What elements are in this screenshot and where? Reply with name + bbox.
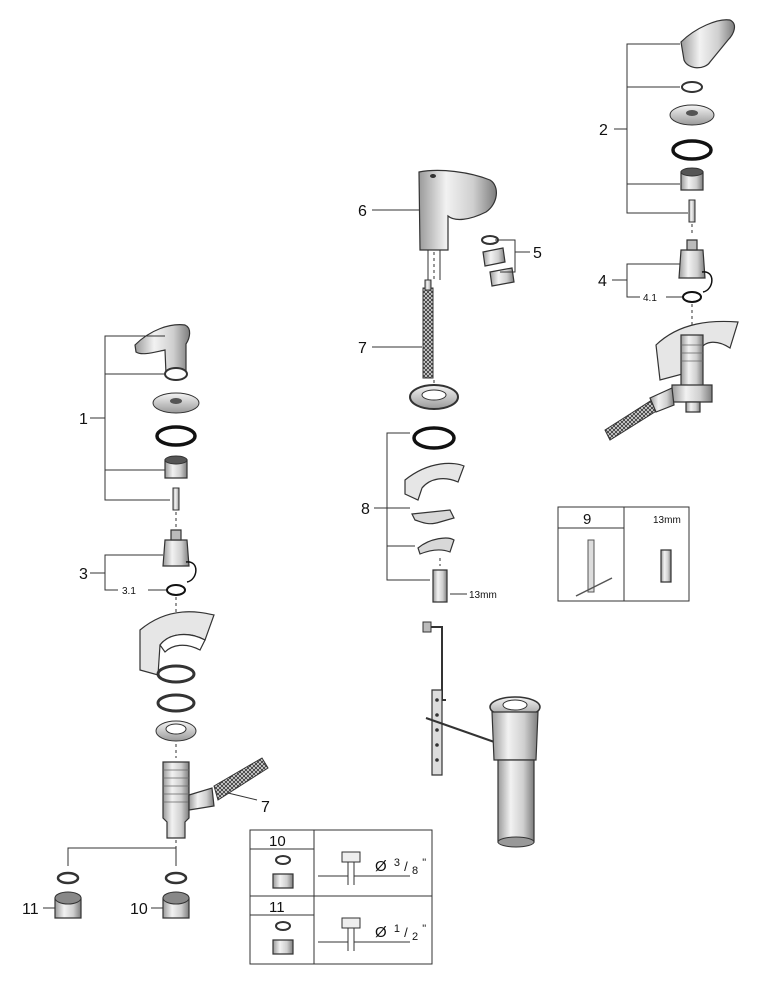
o-ring-right <box>671 139 713 161</box>
row-2-nut-icon <box>272 939 294 955</box>
callout-2: 2 <box>599 122 608 139</box>
washer-lower-1 <box>156 664 196 684</box>
spout-assembly <box>404 169 515 603</box>
tool-box: 9 13mm <box>557 506 690 602</box>
valve-body <box>162 761 190 839</box>
o-ring-small <box>166 584 186 596</box>
washer <box>164 367 188 381</box>
callout-5: 5 <box>533 245 542 262</box>
table-row-1-number: 10 <box>269 833 286 850</box>
drain-body <box>491 711 539 761</box>
o-ring-small-right <box>682 291 702 303</box>
callout-8: 8 <box>361 501 370 518</box>
lift-rod <box>426 626 446 701</box>
pivot-rod <box>425 717 501 745</box>
set-screw <box>172 487 180 511</box>
row-1-fitting-icon <box>341 851 361 863</box>
socket-icon <box>660 549 672 583</box>
washer-10 <box>164 871 188 885</box>
wrench-icon <box>587 539 595 593</box>
callout-4: 4 <box>598 273 607 290</box>
right-callouts: 2 4 4.1 <box>598 43 688 304</box>
o-ring <box>155 425 197 447</box>
aerator <box>482 247 506 267</box>
row-2-washer-icon <box>275 921 291 931</box>
spout-nut <box>432 569 448 603</box>
callout-1: 1 <box>79 411 88 428</box>
washer-11 <box>56 871 80 885</box>
spout-o-ring <box>412 426 456 450</box>
callout-6: 6 <box>358 203 367 220</box>
spout-body <box>418 169 497 251</box>
spout-bracket <box>411 509 455 525</box>
cartridge-right <box>678 249 706 279</box>
table-row-2-number: 11 <box>269 899 285 916</box>
hose <box>213 757 269 801</box>
row-2-fitting-icon <box>341 917 361 929</box>
spout-clip <box>417 537 455 555</box>
callout-4-1: 4.1 <box>643 293 657 304</box>
row-1-diameter: Ø 3 / 8 " <box>375 853 426 878</box>
hose-right <box>604 399 659 441</box>
callout-3-1: 3.1 <box>122 586 136 597</box>
set-screw-right <box>688 199 696 223</box>
tool-number: 9 <box>583 511 591 528</box>
aerator-2 <box>489 267 515 287</box>
callout-11: 11 <box>22 901 39 918</box>
pop-up-drain <box>422 621 541 848</box>
right-handle-assembly <box>604 19 739 441</box>
washer-right <box>681 81 703 93</box>
callout-7-top: 7 <box>358 340 367 357</box>
row-2-diameter: Ø 1 / 2 " <box>375 919 426 944</box>
spout-hose <box>422 287 434 379</box>
left-callouts: 1 3 3.1 7 11 10 <box>22 335 270 918</box>
strap <box>431 689 443 776</box>
connector-row <box>43 847 190 919</box>
label-13mm-center: 13mm <box>469 590 497 601</box>
center-callouts: 6 5 7 8 13mm <box>358 203 542 601</box>
row-1-washer-icon <box>275 855 291 865</box>
tailpiece <box>497 759 535 843</box>
callout-10: 10 <box>130 901 148 918</box>
row-1-nut-icon <box>272 873 294 889</box>
hose-size-table: 10 Ø 3 / 8 " 11 Ø 1 / 2 " <box>249 829 433 965</box>
callout-7-bottom: 7 <box>261 799 270 816</box>
pop-up-rod-top <box>427 250 441 280</box>
cartridge <box>162 539 190 567</box>
washer-lower-2 <box>156 693 196 713</box>
spout-counter-section <box>404 462 465 501</box>
tool-size-label: 13mm <box>653 515 681 526</box>
callout-3: 3 <box>79 566 88 583</box>
left-handle-assembly <box>134 324 269 848</box>
lever-handle-right <box>680 19 736 69</box>
